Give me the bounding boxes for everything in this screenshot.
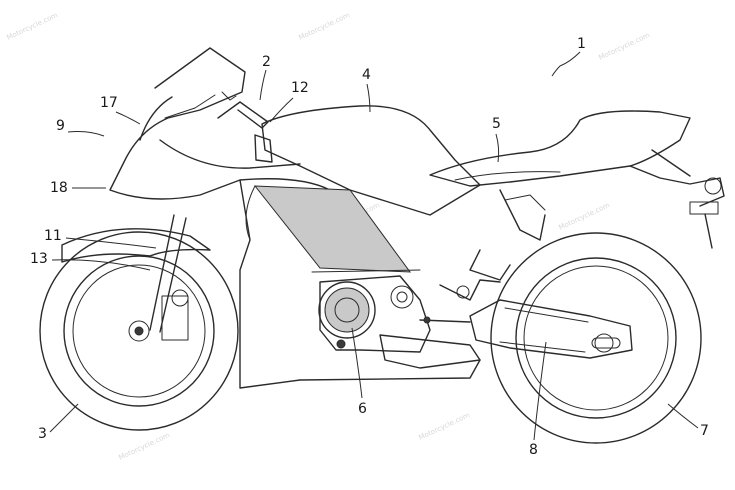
lead-line-1 xyxy=(551,51,581,77)
sub-frame xyxy=(469,189,546,281)
lead-line-6 xyxy=(351,327,363,399)
reference-numerals: 1 2 12 4 5 17 9 18 11 13 3 6 8 7 xyxy=(30,36,709,458)
swing-arm xyxy=(469,299,633,359)
lead-line-2 xyxy=(259,69,267,101)
footrest xyxy=(419,279,501,324)
label-1: 1 xyxy=(577,36,586,52)
watermark: Motorcycle.com xyxy=(417,411,471,442)
label-11: 11 xyxy=(44,228,62,244)
label-7: 7 xyxy=(700,423,709,439)
watermark: Motorcycle.com xyxy=(297,11,351,42)
watermark: Motorcycle.com xyxy=(5,11,59,42)
watermark: Motorcycle.com xyxy=(597,31,651,62)
label-2: 2 xyxy=(262,54,271,70)
label-6: 6 xyxy=(358,401,367,417)
label-17: 17 xyxy=(100,95,118,111)
lead-line-17 xyxy=(115,111,141,125)
lead-line-7 xyxy=(667,403,699,429)
lead-line-5 xyxy=(495,133,500,163)
front-wheel xyxy=(39,231,239,431)
label-12: 12 xyxy=(291,80,309,96)
lead-line-11 xyxy=(65,237,157,249)
label-3: 3 xyxy=(38,426,47,442)
watermark: Motorcycle.com xyxy=(557,201,611,232)
label-5: 5 xyxy=(492,116,501,132)
seat xyxy=(429,110,691,187)
lead-line-4 xyxy=(366,83,371,113)
label-9: 9 xyxy=(56,118,65,134)
rear-wheel xyxy=(490,232,702,444)
lead-line-8 xyxy=(533,341,547,441)
side-panel xyxy=(245,185,421,273)
lead-line-12 xyxy=(269,97,294,123)
front-fender xyxy=(61,228,211,263)
lead-line-3 xyxy=(49,403,79,433)
watermark: Motorcycle.com xyxy=(117,431,171,462)
label-18: 18 xyxy=(50,180,68,196)
lead-line-13 xyxy=(51,259,151,271)
handlebar xyxy=(217,91,273,163)
tail-section xyxy=(629,149,725,249)
front-fork xyxy=(149,214,189,341)
label-8: 8 xyxy=(529,442,538,458)
label-13: 13 xyxy=(30,251,48,267)
lead-line-9 xyxy=(67,131,105,137)
fuel-tank xyxy=(261,105,481,216)
label-4: 4 xyxy=(362,67,371,83)
engine xyxy=(318,275,481,369)
